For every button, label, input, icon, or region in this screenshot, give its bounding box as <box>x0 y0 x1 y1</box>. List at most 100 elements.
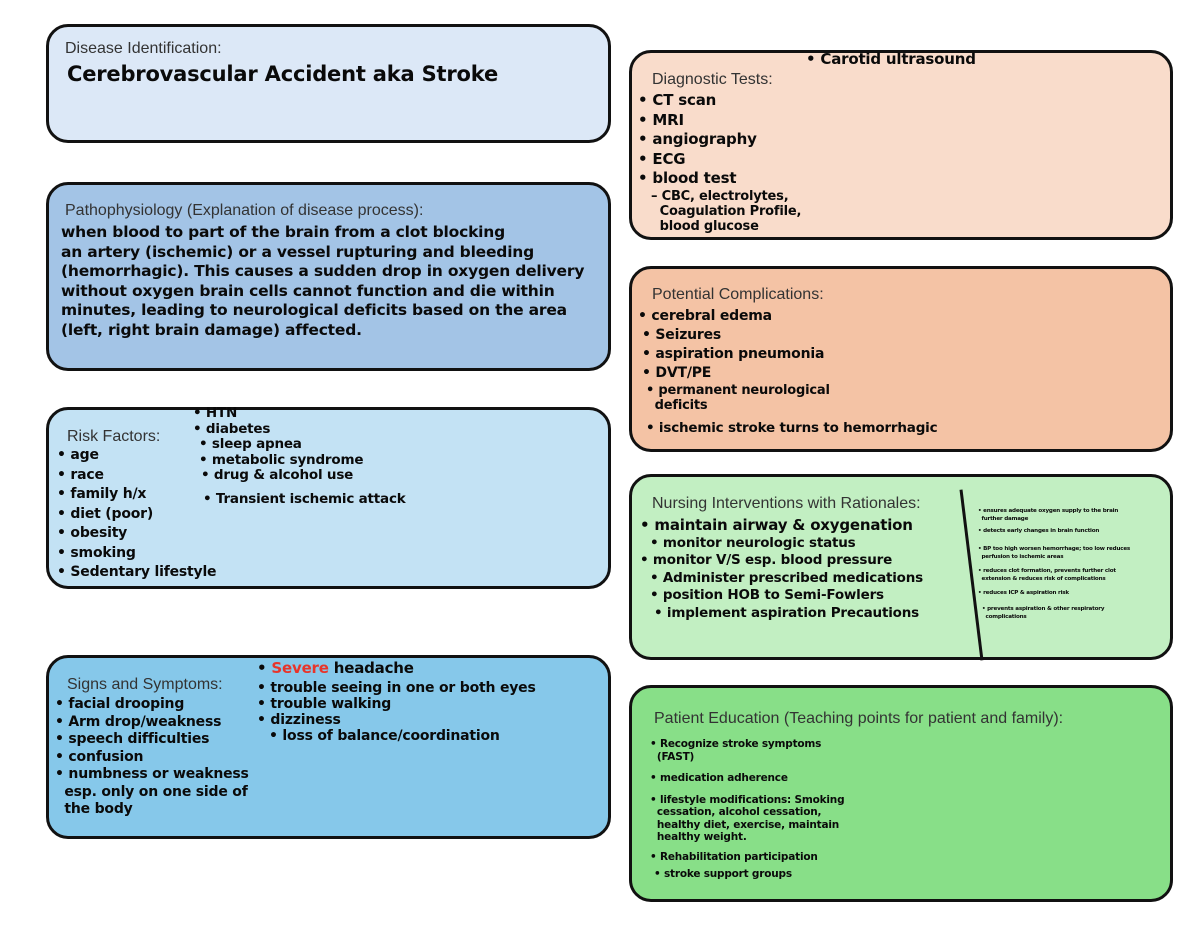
risk-factors-card: Risk Factors: • age • race • family h/x … <box>46 405 611 589</box>
diagnostic-test-item: blood glucose <box>638 218 759 234</box>
complication-item: • permanent neurological <box>646 383 830 398</box>
risk-factor-item: • obesity <box>57 525 128 541</box>
severe-bullet: • <box>257 659 272 677</box>
diagnostic-test-item: Coagulation Profile, <box>638 203 802 219</box>
pathophysiology-line: (left, right brain damage) affected. <box>61 320 362 339</box>
complications-label: Potential Complications: <box>652 286 824 303</box>
symptom-item: • Arm drop/weakness <box>55 713 222 730</box>
education-item: • medication adherence <box>650 772 788 784</box>
diagnostic-test-item: • ECG <box>638 149 686 168</box>
symptom-item: • trouble walking <box>257 696 392 712</box>
disease-name: Cerebrovascular Accident aka Stroke <box>67 62 498 86</box>
diagnostic-test-item: • MRI <box>638 110 684 129</box>
diagnostic-test-item: • CT scan <box>638 91 717 109</box>
diagnostic-test-item: • angiography <box>638 130 757 148</box>
diagnostic-tests-list: • CT scan • MRI • angiography • ECG • bl… <box>638 91 801 234</box>
intervention-item: • implement aspiration Precautions <box>654 604 919 621</box>
risk-factor-item: • smoking <box>57 544 136 561</box>
patient-education-label: Patient Education (Teaching points for p… <box>654 710 1064 727</box>
diagnostic-test-item: – CBC, electrolytes, <box>638 188 789 204</box>
education-item: healthy weight. <box>650 831 747 843</box>
risk-factor-item: • drug & alcohol use <box>201 467 354 483</box>
intervention-item: • position HOB to Semi-Fowlers <box>650 587 884 603</box>
diagnostic-test-item: • blood test <box>638 169 737 187</box>
risk-factor-item: • family h/x <box>57 486 147 502</box>
pathophysiology-text: when blood to part of the brain from a c… <box>61 223 584 340</box>
education-item: • Recognize stroke symptoms <box>650 738 822 750</box>
rationale-item: further damage <box>978 516 1029 522</box>
symptom-item: • confusion <box>55 748 144 765</box>
disease-identification-label: Disease Identification: <box>65 40 222 57</box>
intervention-item: • monitor V/S esp. blood pressure <box>640 552 893 568</box>
rationale-item: extension & reduces risk of complication… <box>978 576 1106 582</box>
risk-factor-item: • race <box>57 466 104 483</box>
education-item: • lifestyle modifications: Smoking <box>650 793 845 806</box>
disease-identification-card: Disease Identification: Cerebrovascular … <box>46 24 611 143</box>
pathophysiology-card: Pathophysiology (Explanation of disease … <box>46 182 611 371</box>
pathophysiology-line: when blood to part of the brain from a c… <box>61 223 506 241</box>
risk-factor-item: • diabetes <box>193 420 271 437</box>
rationales-list: • ensures adequate oxygen supply to the … <box>978 507 1130 621</box>
signs-symptoms-label: Signs and Symptoms: <box>67 676 223 693</box>
risk-factor-item: • diet (poor) <box>57 505 154 522</box>
rationale-item: complications <box>982 614 1027 620</box>
complication-item: • aspiration pneumonia <box>642 346 825 362</box>
symptom-item: • speech difficulties <box>55 731 210 747</box>
rationale-item: • BP too high worsen hemorrhage; too low… <box>978 546 1131 552</box>
risk-factor-item: • Transient ischemic attack <box>203 490 406 507</box>
pathophysiology-line: minutes, leading to neurological deficit… <box>61 301 567 319</box>
education-item: • Rehabilitation participation <box>650 850 818 863</box>
patient-education-list: • Recognize stroke symptoms (FAST) • med… <box>650 738 845 881</box>
nursing-interventions-list: • maintain airway & oxygenation • monito… <box>640 516 923 622</box>
signs-symptoms-list-right: • trouble seeing in one or both eyes • t… <box>257 680 536 744</box>
severe-headache-item: • Severe headache <box>257 660 414 677</box>
symptom-item: • trouble seeing in one or both eyes <box>257 680 536 696</box>
diagnostic-tests-label: Diagnostic Tests: <box>652 71 773 88</box>
nursing-interventions-label: Nursing Interventions with Rationales: <box>652 495 921 512</box>
education-item: (FAST) <box>650 750 695 763</box>
complications-card: Potential Complications: • cerebral edem… <box>629 266 1173 452</box>
education-item: • stroke support groups <box>654 868 792 880</box>
risk-factor-item: • HTN <box>193 405 238 421</box>
rationale-item: • detects early changes in brain functio… <box>978 528 1100 534</box>
pathophysiology-line: an artery (ischemic) or a vessel rupturi… <box>61 242 535 261</box>
pathophysiology-line: without oxygen brain cells cannot functi… <box>61 281 555 300</box>
risk-factors-list-left: • age • race • family h/x • diet (poor) … <box>57 446 217 583</box>
symptom-item: • loss of balance/coordination <box>269 728 500 744</box>
diagnostic-tests-card: • Carotid ultrasound Diagnostic Tests: •… <box>629 50 1173 240</box>
education-item: cessation, alcohol cessation, <box>650 806 822 818</box>
signs-symptoms-list-left: • facial drooping • Arm drop/weakness • … <box>55 696 249 819</box>
symptom-item: the body <box>55 801 133 817</box>
pathophysiology-line: (hemorrhagic). This causes a sudden drop… <box>61 262 585 280</box>
carotid-ultrasound-item: • Carotid ultrasound <box>806 50 976 68</box>
severe-rest: headache <box>328 659 414 677</box>
risk-factor-item: • sleep apnea <box>199 436 302 452</box>
risk-factors-label: Risk Factors: <box>67 428 161 445</box>
symptom-item: • numbness or weakness <box>55 766 249 782</box>
complication-item: • Seizures <box>642 327 722 343</box>
symptom-item: • dizziness <box>257 712 341 728</box>
rationale-item: perfusion to ischemic areas <box>978 554 1064 560</box>
intervention-item: • monitor neurologic status <box>650 534 856 551</box>
symptom-item: • facial drooping <box>55 696 185 712</box>
rationale-item: • reduces ICP & aspiration risk <box>978 590 1069 596</box>
education-item: healthy diet, exercise, maintain <box>650 818 839 831</box>
severe-word: Severe <box>271 659 329 677</box>
risk-factor-item: • age <box>57 447 99 463</box>
signs-symptoms-card: Signs and Symptoms: • facial drooping • … <box>46 655 611 839</box>
complication-item: deficits <box>646 398 708 413</box>
complications-list: • cerebral edema • Seizures • aspiration… <box>638 307 938 438</box>
complication-item: • ischemic stroke turns to hemorrhagic <box>646 420 938 436</box>
pathophysiology-label: Pathophysiology (Explanation of disease … <box>65 202 424 219</box>
nursing-interventions-card: Nursing Interventions with Rationales: •… <box>629 474 1173 661</box>
rationale-item: • ensures adequate oxygen supply to the … <box>978 508 1119 514</box>
risk-factor-item: • metabolic syndrome <box>199 451 364 468</box>
symptom-item: esp. only on one side of <box>55 783 248 800</box>
intervention-item: • maintain airway & oxygenation <box>640 516 913 534</box>
complication-item: • cerebral edema <box>638 308 772 324</box>
risk-factors-list-right: • HTN • diabetes • sleep apnea • metabol… <box>193 405 406 507</box>
rationale-item: • reduces clot formation, prevents furth… <box>978 568 1116 574</box>
intervention-item: • Administer prescribed medications <box>650 569 923 586</box>
risk-factor-item: • Sedentary lifestyle <box>57 564 217 580</box>
complication-item: • DVT/PE <box>642 365 712 381</box>
